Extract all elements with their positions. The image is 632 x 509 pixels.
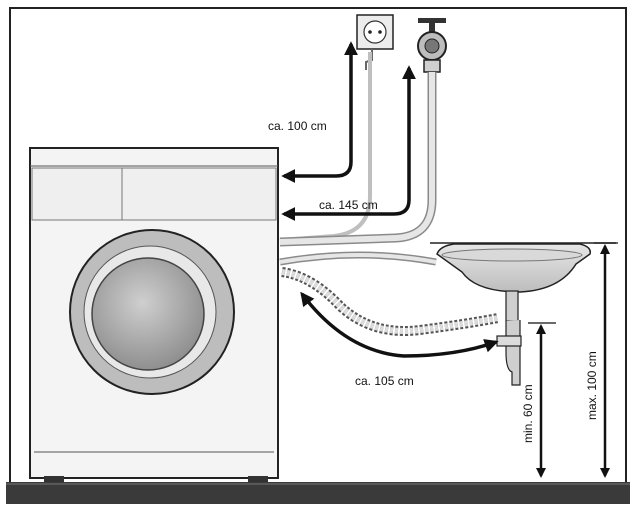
power-socket-icon — [356, 14, 394, 50]
machine-foot — [44, 476, 64, 482]
washing-machine — [29, 147, 279, 482]
socket-distance-label: ca. 100 cm — [268, 119, 327, 133]
drain-distance-label: ca. 105 cm — [355, 374, 414, 388]
tap-distance-arrow — [281, 65, 416, 221]
min-height-label: min. 60 cm — [521, 384, 535, 443]
control-panel — [31, 167, 277, 221]
door-glass — [91, 257, 205, 371]
floor — [6, 482, 630, 504]
drain-distance-arrow — [300, 291, 499, 358]
sink — [430, 242, 616, 386]
drain-pipe — [505, 290, 519, 322]
water-tap-icon — [417, 18, 447, 73]
max-height-label: max. 100 cm — [585, 351, 599, 420]
tap-distance-label: ca. 145 cm — [319, 198, 378, 212]
machine-foot — [248, 476, 268, 482]
